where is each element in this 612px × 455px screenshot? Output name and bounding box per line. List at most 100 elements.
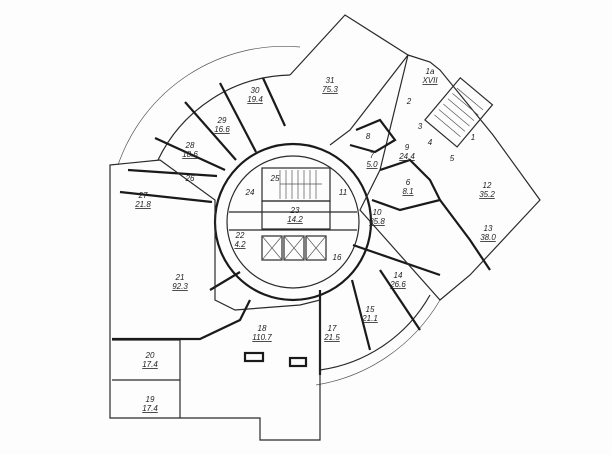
room-number: 5	[450, 154, 455, 163]
ring-wall-north	[157, 74, 291, 161]
room-16: 16	[333, 253, 342, 262]
core-inner-wall	[226, 155, 360, 289]
room-6: 68.1	[402, 178, 413, 196]
east-stair-steps	[434, 87, 484, 137]
room-area: 92.3	[172, 282, 188, 291]
wall-21-18	[112, 299, 251, 341]
room-area: 4.2	[234, 240, 246, 249]
core-stair	[261, 167, 331, 202]
column-18b	[288, 356, 308, 368]
room-area: 19.4	[247, 95, 263, 104]
room-area: 85.8	[369, 217, 385, 226]
room-area: 35.2	[479, 190, 495, 199]
room-number: 12	[483, 181, 492, 190]
stair-steps	[279, 170, 322, 199]
outer-balcony-arc	[117, 46, 301, 166]
room-number: 2	[406, 97, 412, 106]
room-number: 13	[484, 224, 493, 233]
room-number: 10	[373, 208, 382, 217]
room-number: 1a	[426, 67, 435, 76]
room-area: 5.0	[366, 160, 378, 169]
room-area: 14.2	[287, 215, 303, 224]
room-number: 21	[175, 273, 185, 282]
room-number: 30	[251, 86, 260, 95]
room-number: 11	[339, 188, 347, 197]
room-12-13-wall	[439, 199, 491, 271]
room-area: 8.1	[402, 187, 413, 196]
room-area: 17.4	[142, 360, 158, 369]
room-number: 26	[185, 174, 195, 183]
room-area: 17.4	[142, 404, 158, 413]
room-3: 3	[418, 122, 423, 131]
room-26: 26	[185, 174, 195, 183]
room-1: 1	[471, 133, 475, 142]
room-6-walls	[371, 158, 442, 212]
room-number: 7	[370, 151, 375, 160]
room-11: 11	[339, 188, 347, 197]
room-area: 24.4	[398, 152, 415, 161]
room-number: 27	[138, 191, 148, 200]
room-7-8-walls	[349, 118, 397, 154]
room-9: 924.4	[398, 143, 415, 161]
room-number: 31	[326, 76, 335, 85]
room-number: 20	[145, 351, 155, 360]
east-stair	[424, 76, 494, 148]
room-area: 21.8	[134, 200, 151, 209]
room-number: 8	[366, 132, 371, 141]
room-number: 1	[471, 133, 475, 142]
room-24: 24	[245, 188, 255, 197]
room-number: 15	[366, 305, 375, 314]
east-wing-walls	[359, 54, 541, 301]
room-area: 21.5	[323, 333, 340, 342]
core-room-23	[261, 200, 331, 230]
room-number: 25	[270, 174, 280, 183]
outer-balcony-arc-south	[315, 299, 441, 386]
room-number: 17	[328, 324, 337, 333]
room-area: 110.7	[252, 333, 272, 342]
room-5: 5	[450, 154, 455, 163]
room-number: 4	[428, 138, 433, 147]
room-2: 2	[406, 97, 412, 106]
elevators	[261, 235, 327, 261]
room-number: 6	[406, 178, 411, 187]
room-number: 19	[146, 395, 155, 404]
room-number: 16	[333, 253, 342, 262]
room-25: 25	[270, 174, 280, 183]
room-7: 75.0	[366, 151, 378, 169]
room-area: 18.6	[182, 150, 198, 159]
room-area: 21.1	[361, 314, 378, 323]
room-area: 16.6	[214, 125, 230, 134]
room-number: 28	[185, 141, 195, 150]
room-number: 23	[290, 206, 300, 215]
room-area: XVII	[421, 76, 438, 85]
room-8: 8	[366, 132, 371, 141]
room-number: 29	[217, 116, 227, 125]
room-area: 38.0	[480, 233, 496, 242]
west-block-walls	[109, 159, 321, 441]
room-number: 24	[245, 188, 255, 197]
room-number: 22	[235, 231, 245, 240]
room-4: 4	[428, 138, 433, 147]
room-22: 224.2	[234, 231, 246, 249]
room-area: 75.3	[322, 85, 338, 94]
room-number: 9	[405, 143, 410, 152]
column-18	[243, 351, 265, 363]
